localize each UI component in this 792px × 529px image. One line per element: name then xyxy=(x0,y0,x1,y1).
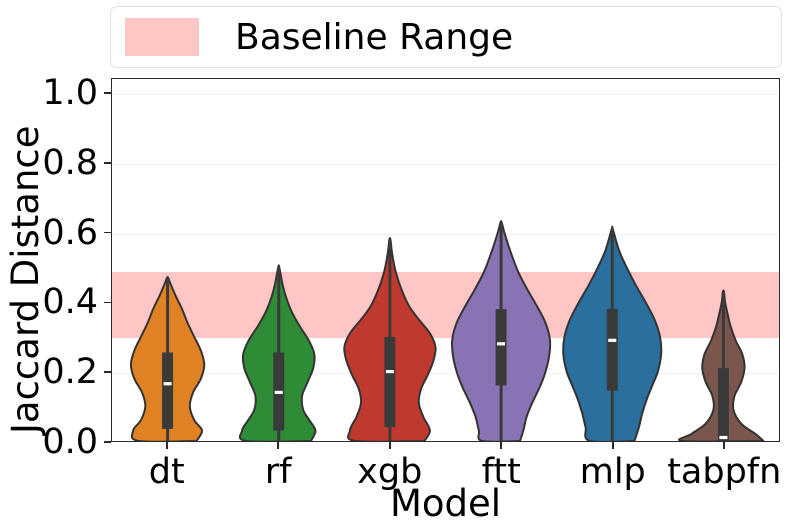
x-tick-mark xyxy=(165,442,168,449)
y-tick-mark xyxy=(104,231,111,234)
y-tick-label: 0.0 xyxy=(42,422,98,462)
gridline xyxy=(112,233,779,235)
median-marker-rf xyxy=(274,390,283,394)
chart-legend: Baseline Range xyxy=(110,6,782,68)
violin-dt[interactable] xyxy=(129,276,206,441)
y-tick-label: 0.2 xyxy=(42,352,98,393)
x-tick-label-tabpfn: tabpfn xyxy=(667,452,782,492)
y-tick-mark xyxy=(104,162,111,164)
iqr-box-dt xyxy=(162,352,174,429)
x-tick-label-rf: rf xyxy=(264,452,292,492)
violin-mlp[interactable] xyxy=(562,225,663,441)
y-tick-label: 1.0 xyxy=(42,73,98,113)
y-axis-label: Jaccard Distance xyxy=(4,125,47,434)
y-tick-mark xyxy=(104,301,111,304)
violin-series-layer xyxy=(129,220,765,441)
median-marker-dt xyxy=(163,382,172,386)
gridline xyxy=(112,163,779,165)
x-tick-mark xyxy=(611,442,614,449)
x-tick-label-dt: dt xyxy=(148,452,185,492)
x-axis-label: Model xyxy=(389,482,502,525)
y-tick-mark xyxy=(104,92,111,94)
violin-xgb[interactable] xyxy=(343,236,437,441)
x-tick-label-ftt: ftt xyxy=(481,452,521,492)
violin-ftt[interactable] xyxy=(450,220,552,441)
iqr-box-mlp xyxy=(606,309,618,391)
x-tick-label-xgb: xgb xyxy=(357,452,423,492)
x-tick-mark xyxy=(500,442,503,449)
median-marker-tabpfn xyxy=(719,435,728,440)
median-marker-xgb xyxy=(385,369,394,374)
legend-swatch-baseline-range xyxy=(125,18,199,56)
gridline xyxy=(112,94,779,95)
baseline-range-span xyxy=(112,271,779,339)
y-tick-label: 0.4 xyxy=(42,282,98,323)
x-tick-mark xyxy=(277,442,280,449)
y-tick-label: 0.6 xyxy=(42,212,98,253)
y-tick-mark xyxy=(104,371,111,373)
iqr-box-xgb xyxy=(384,336,396,428)
y-tick-mark xyxy=(104,441,111,443)
x-tick-label-mlp: mlp xyxy=(579,452,646,492)
median-marker-mlp xyxy=(608,338,617,342)
x-tick-mark xyxy=(388,442,391,449)
x-tick-mark xyxy=(723,442,726,449)
gridline xyxy=(112,373,779,375)
plot-area xyxy=(111,78,780,442)
y-tick-label: 0.8 xyxy=(42,142,98,183)
iqr-box-tabpfn xyxy=(717,368,729,441)
violin-rf[interactable] xyxy=(238,264,317,441)
violin-tabpfn[interactable] xyxy=(678,289,765,441)
legend-label-baseline-range: Baseline Range xyxy=(235,16,514,58)
iqr-box-ftt xyxy=(495,309,507,386)
median-marker-ftt xyxy=(497,342,506,346)
